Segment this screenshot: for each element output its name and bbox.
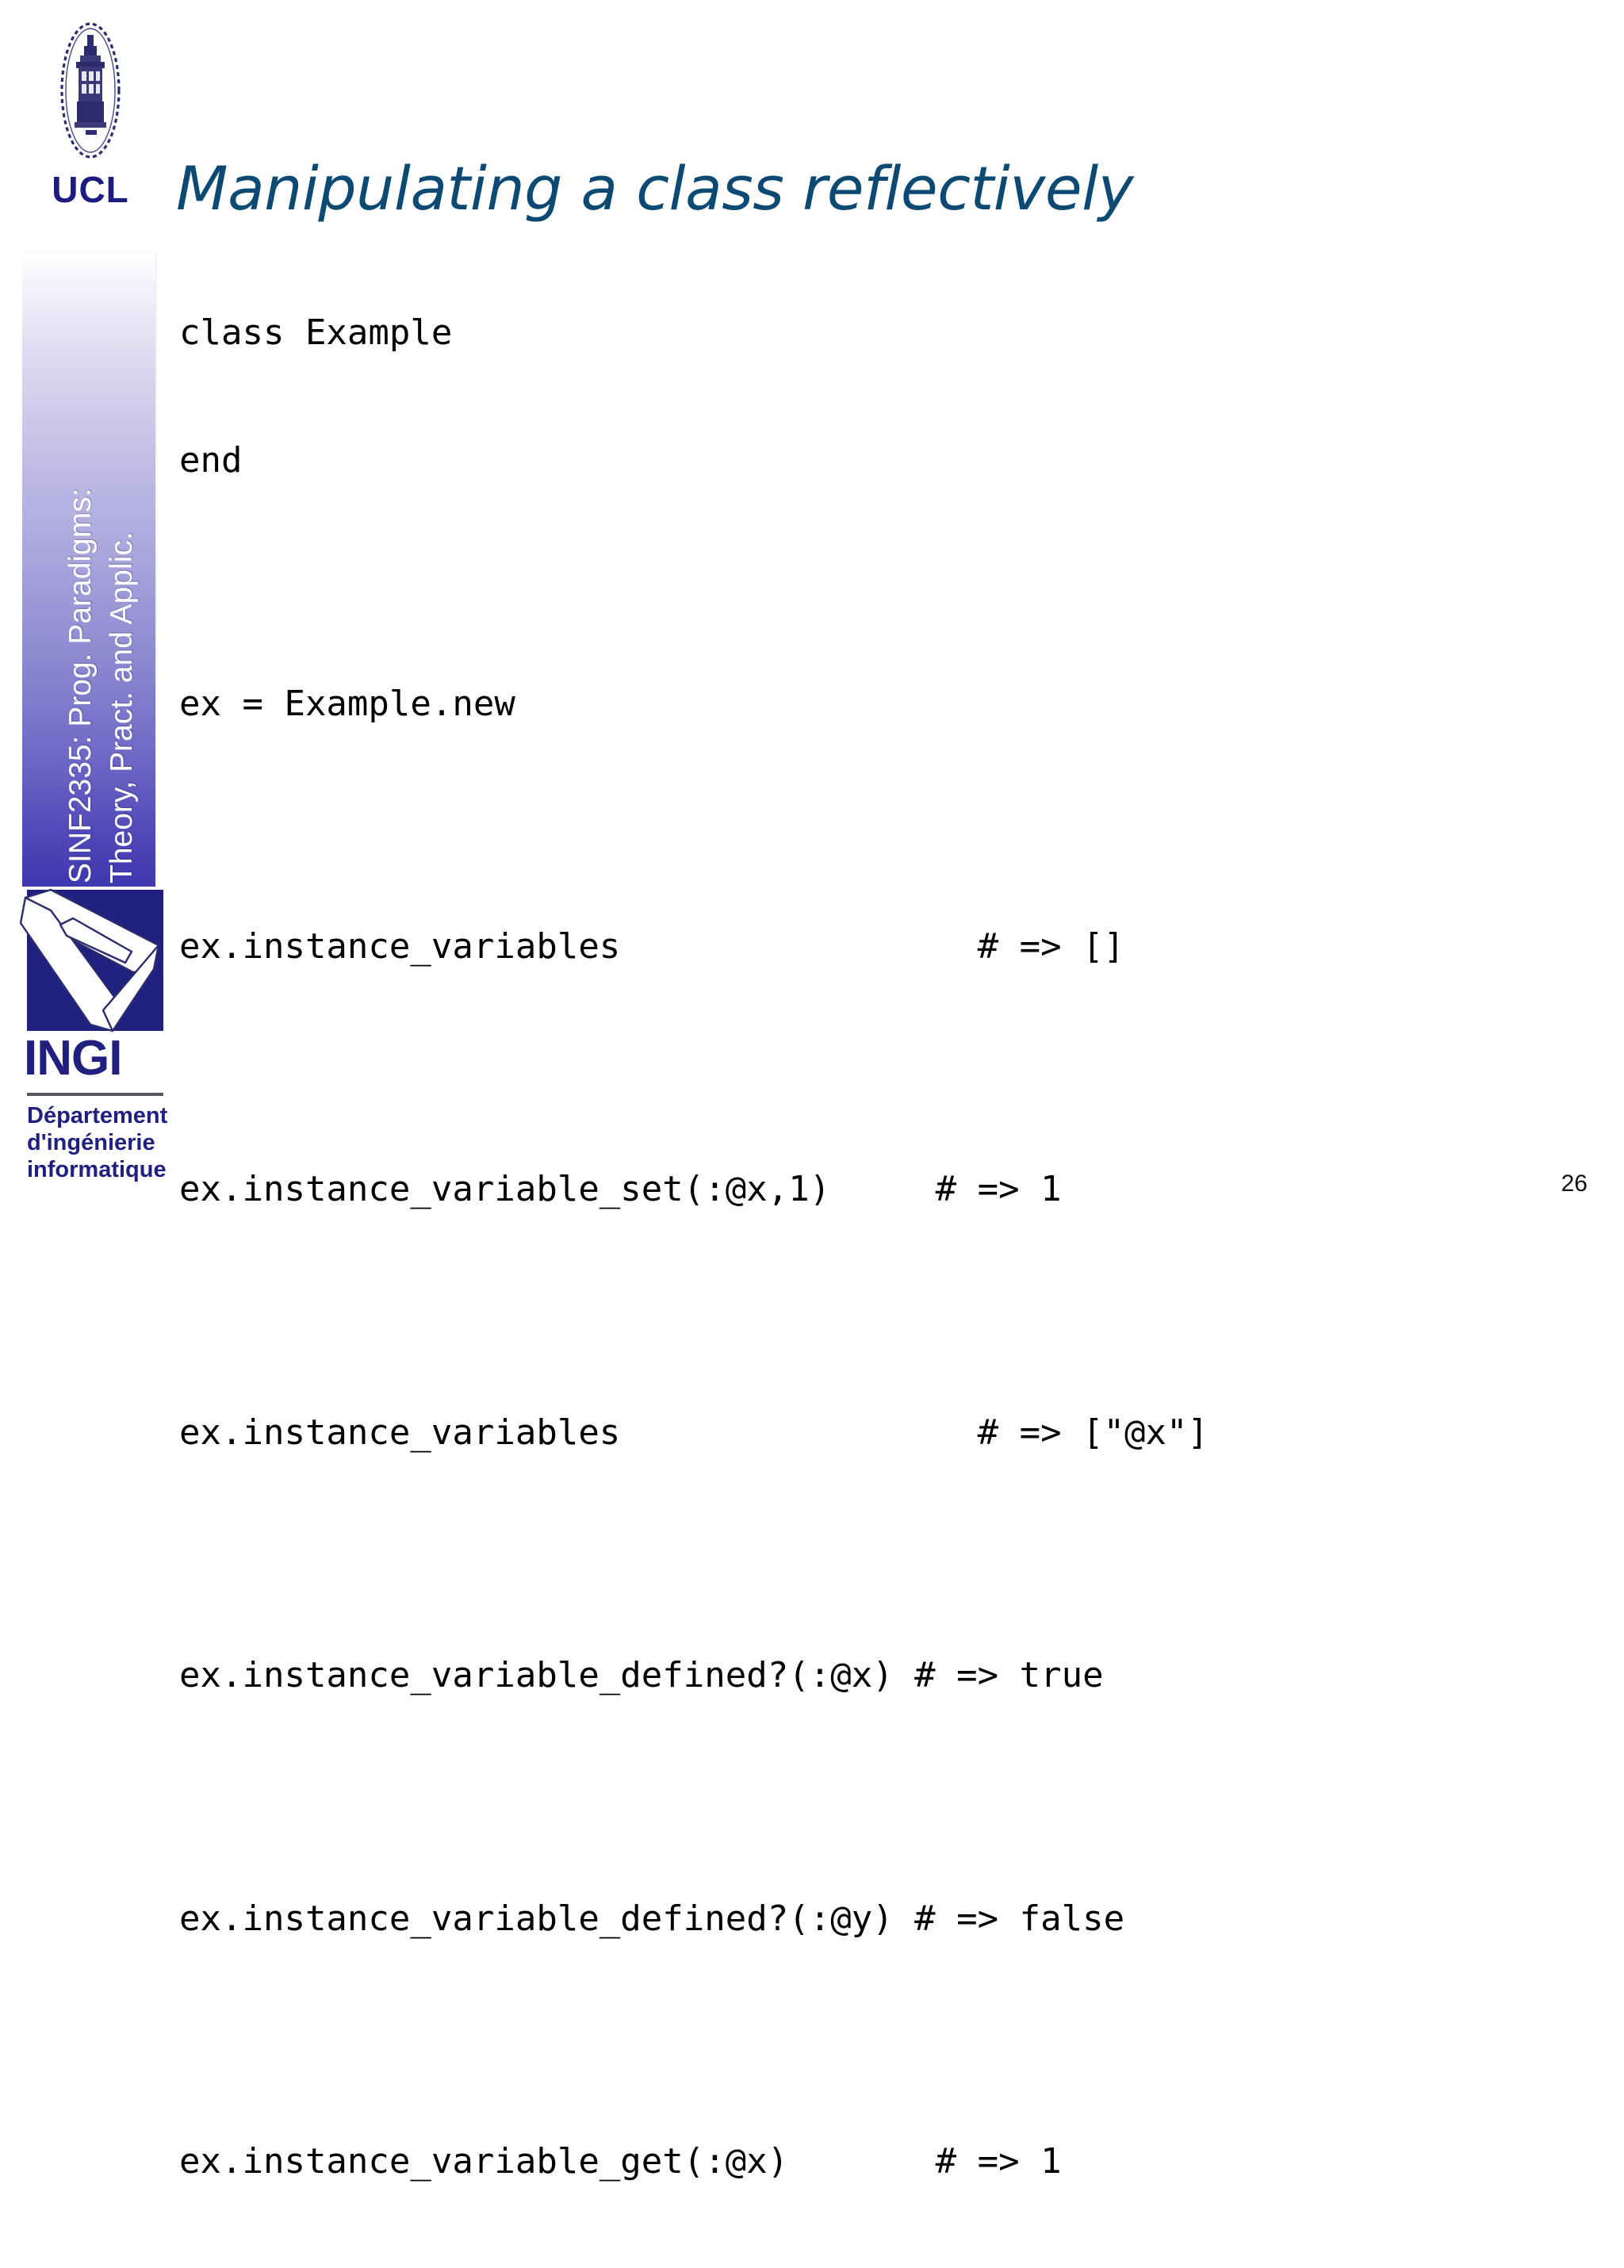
code-line-blank — [179, 567, 1575, 597]
code-block: class Example end ex = Example.new ex.in… — [179, 227, 1575, 2268]
slide-canvas: UCL SINF2335: Prog. Paradigms: Theory, P… — [0, 0, 1588, 2182]
course-title-line2: Theory, Pract. and Applic. — [105, 531, 139, 883]
code-line: ex.instance_variable_defined?(:@y) # => … — [179, 1898, 1125, 1939]
course-title-line1: SINF2335: Prog. Paradigms: — [63, 488, 98, 883]
left-rail: UCL SINF2335: Prog. Paradigms: Theory, P… — [0, 0, 184, 1218]
ingi-subtitle-line1: Département — [27, 1103, 168, 1128]
code-line-blank — [179, 1296, 1575, 1326]
ingi-wordmark: INGI — [24, 1031, 122, 1086]
page-number: 26 — [1561, 1170, 1588, 1197]
code-line: ex = Example.new — [179, 683, 515, 724]
code-line: ex.instance_variable_set(:@x,1) # => 1 — [179, 1169, 1062, 1210]
ucl-logo: UCL — [40, 17, 141, 232]
ingi-subtitle: Département d'ingénierie informatique — [27, 1102, 174, 1183]
code-line-blank — [179, 1782, 1575, 1812]
code-line: end — [179, 440, 243, 481]
code-line-blank — [179, 810, 1575, 841]
penrose-triangle-icon — [19, 888, 160, 1032]
ingi-divider — [27, 1093, 163, 1096]
code-line-blank — [179, 2025, 1575, 2055]
code-line-blank — [179, 1539, 1575, 1569]
ucl-wordmark: UCL — [52, 169, 129, 210]
code-line: ex.instance_variables # => [] — [179, 926, 1125, 967]
code-line: ex.instance_variable_defined?(:@x) # => … — [179, 1655, 1104, 1696]
ucl-seal-icon — [60, 22, 121, 159]
page-title: Manipulating a class reflectively — [176, 152, 1134, 224]
code-line: ex.instance_variables # => ["@x"] — [179, 1412, 1209, 1453]
ingi-logo: INGI Département d'ingénierie informatiq… — [6, 888, 167, 1218]
course-band-text: SINF2335: Prog. Paradigms: Theory, Pract… — [22, 252, 155, 887]
code-line: class Example — [179, 312, 453, 354]
ingi-subtitle-line2: d'ingénierie — [27, 1130, 155, 1155]
ingi-subtitle-line3: informatique — [27, 1157, 167, 1182]
code-line: ex.instance_variable_get(:@x) # => 1 — [179, 2140, 1062, 2182]
code-line-blank — [179, 1053, 1575, 1083]
course-band: SINF2335: Prog. Paradigms: Theory, Pract… — [22, 252, 155, 887]
